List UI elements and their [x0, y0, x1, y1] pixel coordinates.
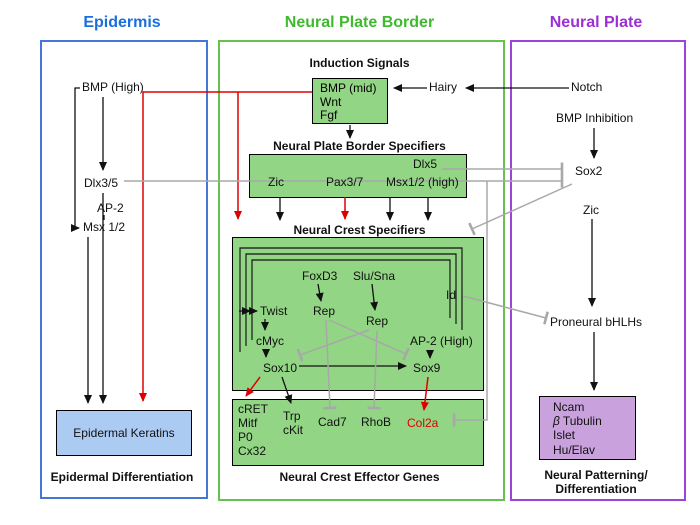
neural-plate-title: Neural Plate: [549, 14, 643, 31]
induction-fgf: Fgf: [320, 108, 338, 122]
node-dlx35: Dlx3/5: [84, 176, 119, 190]
effector-rhob: RhoB: [361, 415, 392, 429]
effector-mitf: Mitf: [238, 416, 258, 430]
np-footer-line1: Neural Patterning/: [544, 468, 648, 482]
node-bmp-inhibition: BMP Inhibition: [556, 111, 634, 125]
node-id: Id: [446, 288, 457, 302]
node-sox9: Sox9: [413, 361, 441, 375]
effector-cret: cRET: [238, 402, 268, 416]
diff-gene-huelav: Hu/Elav: [553, 442, 596, 457]
effector-ckit: cKit: [283, 423, 304, 437]
node-pax37: Pax3/7: [326, 175, 364, 189]
node-ap2-high: AP-2 (High): [410, 334, 473, 348]
diff-gene-islet: Islet: [553, 428, 576, 443]
node-zic-np: Zic: [583, 203, 599, 217]
node-notch: Notch: [571, 80, 603, 94]
effector-trp: Trp: [283, 409, 301, 423]
effector-col2a: Col2a: [407, 416, 439, 430]
node-foxd3: FoxD3: [302, 269, 338, 283]
node-rep-1: Rep: [313, 304, 336, 318]
node-msx12-high: Msx1/2 (high): [386, 175, 459, 189]
border-specifiers-heading: Neural Plate Border Specifiers: [273, 139, 446, 153]
node-dlx5: Dlx5: [413, 157, 438, 171]
np-footer-line2: Differentiation: [555, 482, 637, 496]
node-zic-npb: Zic: [268, 175, 284, 189]
effector-genes-box: [232, 399, 484, 466]
crest-specifiers-heading: Neural Crest Specifiers: [293, 223, 426, 237]
node-rep-2: Rep: [366, 314, 389, 328]
node-bmp-high: BMP (High): [82, 80, 144, 94]
epidermis-title: Epidermis: [83, 14, 161, 31]
node-sox2: Sox2: [575, 164, 603, 178]
node-hairy: Hairy: [429, 80, 458, 94]
induction-bmp-mid: BMP (mid): [320, 81, 377, 95]
neural-plate-border-title: Neural Plate Border: [284, 14, 435, 31]
effector-p0: P0: [238, 430, 253, 444]
node-ap2: AP-2: [97, 201, 124, 215]
node-proneural-bhlhs: Proneural bHLHs: [550, 315, 643, 329]
induction-signals-heading: Induction Signals: [309, 56, 410, 70]
epidermis-footer: Epidermal Differentiation: [50, 470, 194, 484]
diff-gene-tubulin: Tubulin: [562, 414, 602, 429]
effector-cad7: Cad7: [318, 415, 347, 429]
epidermal-keratins-box: Epidermal Keratins: [56, 410, 192, 456]
induction-wnt: Wnt: [320, 94, 342, 109]
npb-footer: Neural Crest Effector Genes: [279, 470, 440, 484]
epidermal-keratins-label: Epidermal Keratins: [73, 426, 175, 440]
node-sox10: Sox10: [263, 361, 298, 375]
node-slusna: Slu/Sna: [353, 269, 396, 283]
effector-cx32: Cx32: [238, 444, 267, 458]
node-cmyc: cMyc: [256, 334, 284, 348]
diff-gene-ncam: Ncam: [553, 400, 585, 414]
beta-symbol: β: [553, 414, 560, 429]
node-msx12: Msx 1/2: [83, 220, 126, 234]
neural-plate-column-box: [510, 40, 686, 501]
induction-signals-box: BMP (mid) Wnt Fgf: [312, 78, 388, 124]
node-twist: Twist: [260, 304, 288, 318]
